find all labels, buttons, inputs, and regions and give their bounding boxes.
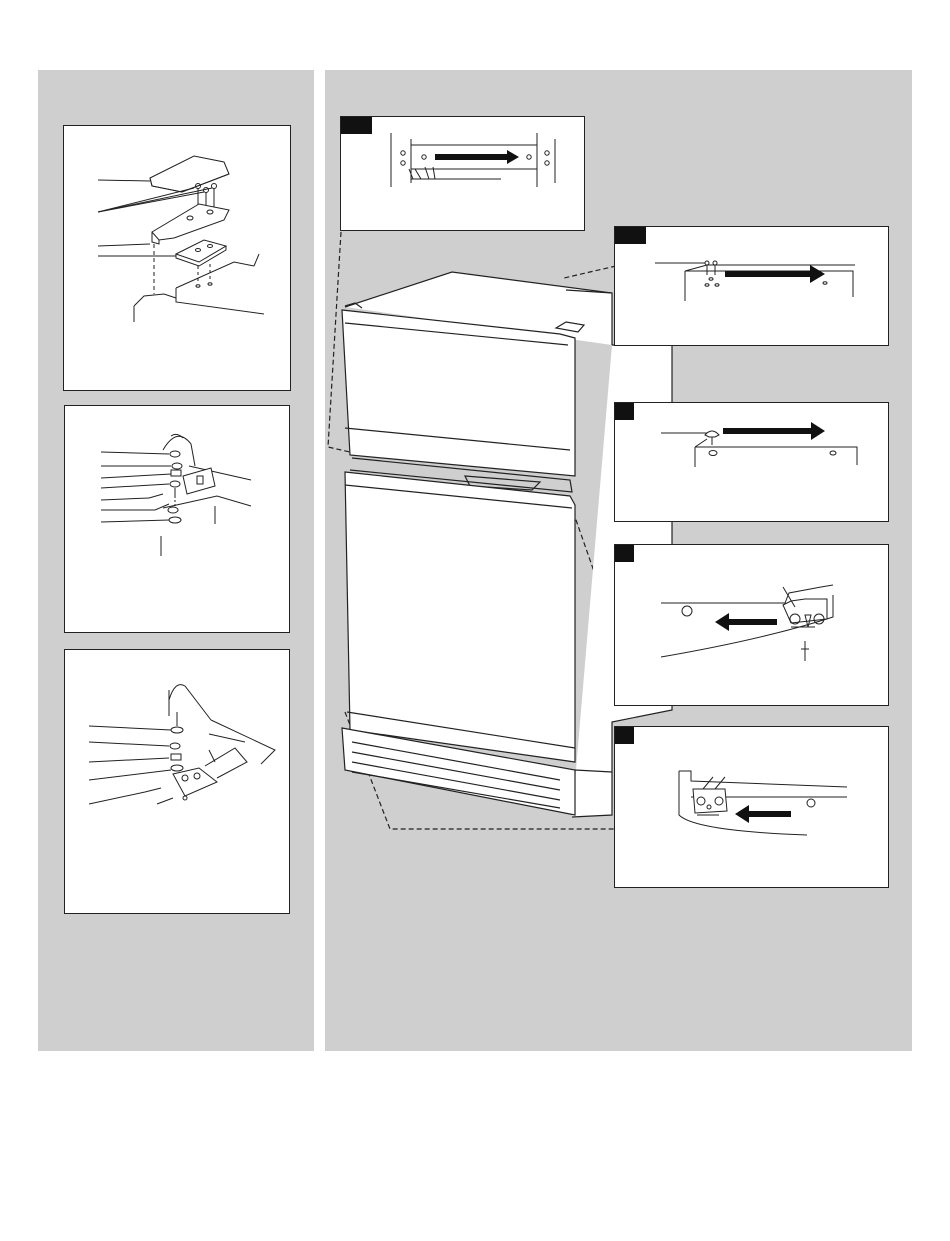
- inset-top-hinge-screws: [614, 226, 889, 346]
- bottom-hinge-detail-drawing: [615, 727, 889, 888]
- inset-hole-plug: [614, 402, 889, 522]
- center-hinge-drawing: [65, 406, 290, 633]
- inset-bottom-hinge: [614, 726, 889, 888]
- bottom-hinge-figure: [64, 649, 290, 914]
- top-holes-drawing: [341, 117, 585, 231]
- bottom-hinge-drawing: [65, 650, 290, 914]
- inset-top-cabinet-holes: [340, 116, 585, 231]
- hole-plug-drawing: [615, 403, 889, 522]
- inset-center-hinge: [614, 544, 889, 706]
- center-hinge-figure: [64, 405, 290, 633]
- top-hinge-figure: [63, 125, 291, 391]
- top-hinge-drawing: [64, 126, 291, 391]
- hinge-screws-drawing: [615, 227, 889, 346]
- center-hinge-detail-drawing: [615, 545, 889, 706]
